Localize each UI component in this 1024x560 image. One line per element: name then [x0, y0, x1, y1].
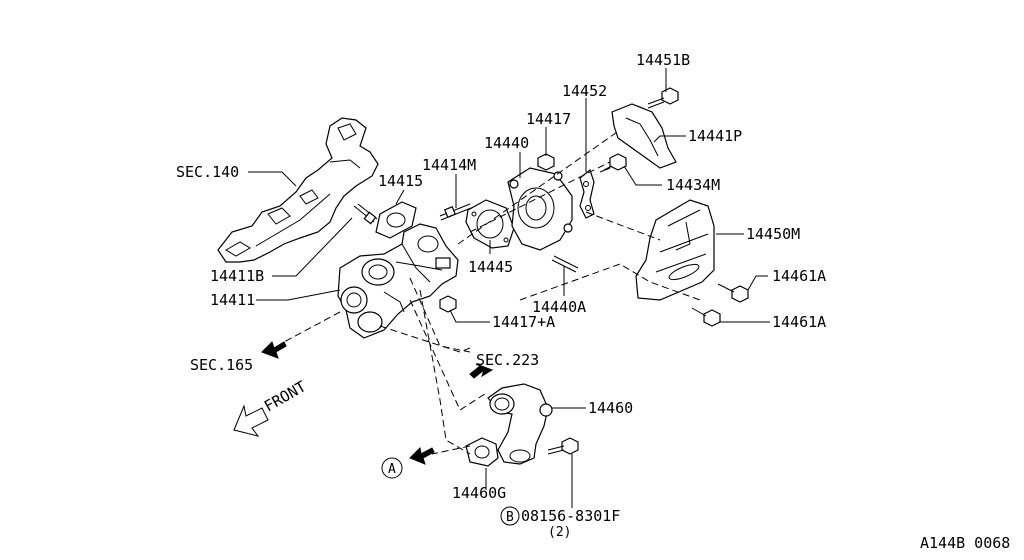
arrow-to-sec165 [261, 341, 287, 359]
label-14441p: 14441P [688, 127, 742, 145]
label-14461a-upper: 14461A [772, 267, 826, 285]
label-14440: 14440 [484, 134, 529, 152]
stud-14440a-drawing [551, 255, 579, 273]
label-sec223: SEC.223 [476, 351, 539, 369]
label-14415: 14415 [378, 172, 423, 190]
stud-14411b-drawing [353, 203, 378, 225]
arrow-to-ref-a [409, 446, 435, 465]
arrow-to-sec223 [469, 363, 494, 379]
label-14440a: 14440A [532, 298, 586, 316]
heat-shield-14450m-drawing [635, 199, 715, 301]
turbo-outlet-14440-drawing [507, 167, 573, 251]
heat-shield-14441p-drawing [611, 103, 677, 169]
label-14452: 14452 [562, 82, 607, 100]
nut-14417-drawing [537, 153, 555, 171]
label-14460g: 14460G [452, 484, 506, 502]
turbocharger-14411-drawing [337, 223, 459, 339]
bolt-14451b-drawing [647, 87, 679, 109]
label-14417a: 14417+A [492, 313, 555, 331]
diagram-id: A144B 0068 [920, 534, 1010, 552]
stud-14414m-drawing [439, 203, 472, 221]
part-labels: 14451B 14452 14417 14440 14441P 14414M 1… [176, 51, 1010, 552]
label-14461a-lower: 14461A [772, 313, 826, 331]
front-direction-arrow [233, 404, 269, 437]
bolt-14461a-lower-drawing [691, 307, 721, 327]
gasket-14445-drawing [465, 199, 515, 249]
nut-14417a-drawing [439, 295, 457, 313]
label-14434m: 14434M [666, 176, 720, 194]
label-14414m: 14414M [422, 156, 476, 174]
label-sec165: SEC.165 [190, 356, 253, 374]
bracket-14452-drawing [579, 168, 595, 219]
exhaust-manifold-drawing [217, 117, 379, 263]
label-14411b: 14411B [210, 267, 264, 285]
elbow-14460-drawing [487, 383, 553, 465]
bolt-14434m-drawing [599, 153, 627, 173]
leader-lines [248, 68, 770, 508]
label-ref-b-part: 08156-8301F [521, 507, 620, 525]
label-14411: 14411 [210, 291, 255, 309]
bolt-b-drawing [547, 437, 579, 455]
label-14450m: 14450M [746, 225, 800, 243]
label-14445: 14445 [468, 258, 513, 276]
assembly-dashed-lines [283, 129, 701, 455]
bolt-14461a-upper-drawing [717, 283, 749, 303]
label-14460: 14460 [588, 399, 633, 417]
ref-b-letter: B [506, 510, 514, 525]
label-14451b: 14451B [636, 51, 690, 69]
label-14417: 14417 [526, 110, 571, 128]
label-front: FRONT [261, 377, 309, 415]
gasket-14460g-drawing [465, 437, 499, 467]
label-sec140: SEC.140 [176, 163, 239, 181]
ref-b-circle [500, 506, 520, 526]
ref-a-letter: A [388, 462, 396, 477]
label-ref-b-qty: (2) [548, 525, 571, 540]
ref-a-circle [381, 457, 403, 479]
gasket-14415-drawing [375, 201, 417, 239]
